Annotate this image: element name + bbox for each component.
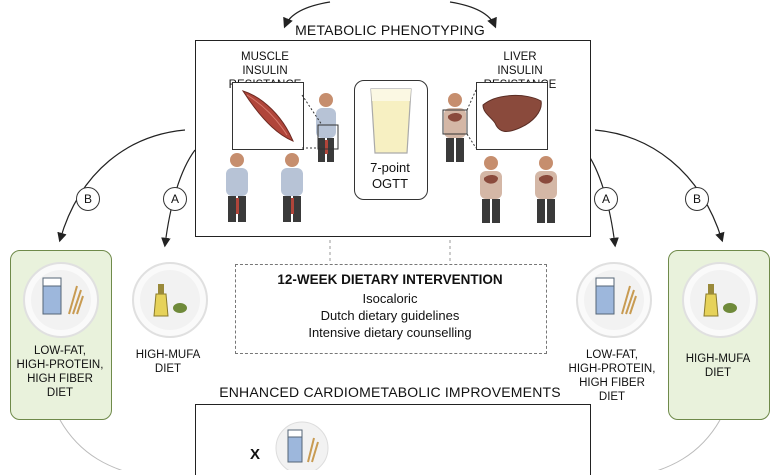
olive-oil-icon [153, 284, 187, 317]
bottom-milk-icon [272, 418, 332, 470]
liver-image [476, 82, 548, 150]
intervention-line-1: Isocaloric [362, 291, 418, 306]
branch-b-right: B [685, 187, 709, 211]
left-diet-plate [23, 262, 99, 338]
intervention-title: 12-WEEK DIETARY INTERVENTION [277, 272, 503, 287]
muscle-image [232, 82, 304, 150]
person-icon-muscle-main [316, 93, 336, 162]
ogtt-box [354, 80, 428, 200]
right-lowfat-label: LOW-FAT, HIGH-PROTEIN, HIGH FIBER DIET [568, 349, 656, 403]
glass-icon [370, 88, 412, 154]
improvements-box [195, 404, 591, 475]
right-lowfat-plate [576, 262, 652, 338]
branch-a-left: A [163, 187, 187, 211]
person-icon-liver-main [444, 93, 466, 162]
intervention-line-2: Dutch dietary guidelines [320, 308, 460, 323]
intervention-line-3: Intensive dietary counselling [308, 325, 472, 340]
olive-oil-icon [703, 284, 737, 317]
branch-a-right: A [594, 187, 618, 211]
top-arc-left [283, 1, 331, 29]
muscle-icon [241, 90, 294, 142]
person-icon-liver-2 [535, 156, 557, 223]
enhanced-improvements-title: ENHANCED CARDIOMETABOLIC IMPROVEMENTS [219, 384, 561, 400]
left-mufa-label: HIGH-MUFA DIET [135, 349, 201, 375]
right-mufa-label: HIGH-MUFA DIET [685, 353, 751, 379]
left-diet-label: LOW-FAT, HIGH-PROTEIN, HIGH FIBER DIET [16, 345, 104, 399]
left-mufa-plate [132, 262, 208, 338]
person-icon-muscle-2 [281, 153, 303, 222]
liver-icon [482, 94, 542, 132]
right-arc-b [594, 129, 725, 243]
multiply-operator: X [250, 446, 261, 463]
ogtt-label: 7-point OGTT [370, 160, 410, 191]
right-mufa-plate [682, 262, 758, 338]
branch-b-left: B [76, 187, 100, 211]
metabolic-phenotyping-title: METABOLIC PHENOTYPING [295, 22, 485, 38]
person-icon-muscle-1 [226, 153, 248, 222]
person-icon-liver-1 [480, 156, 502, 223]
milk-grain-icon [595, 277, 637, 315]
intervention-box [235, 264, 547, 354]
milk-grain-icon [42, 277, 84, 315]
top-arc-right [449, 1, 497, 29]
left-arc-b [57, 129, 186, 243]
